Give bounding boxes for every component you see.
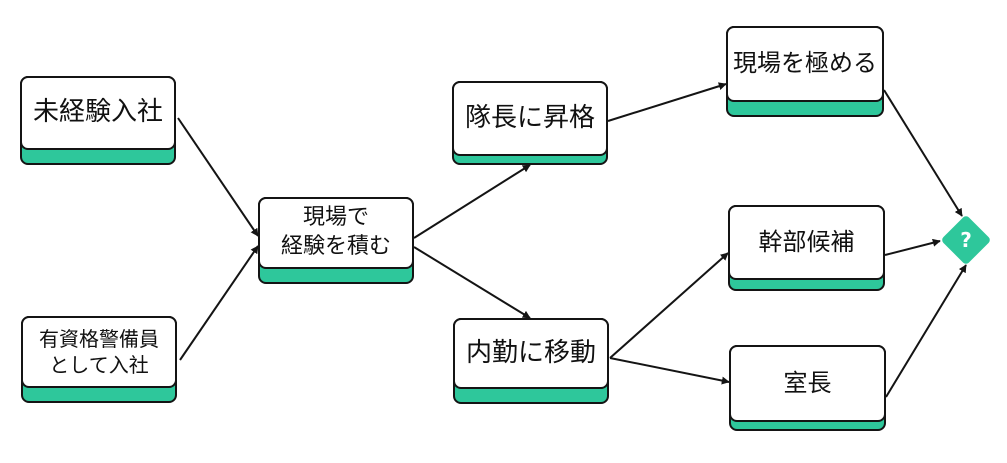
node-label: 未経験入社 xyxy=(20,76,176,150)
node-yushikaku-nyusha: 有資格警備員 として入社 xyxy=(21,316,177,403)
arrow-naikin-to-kanbu xyxy=(609,252,729,359)
node-label-line: 経験を積む xyxy=(280,234,391,259)
arrow-genba-to-naikin xyxy=(413,246,531,319)
node-shitsucho: 室長 xyxy=(729,345,886,431)
arrow-kiwameru-to-goal xyxy=(883,89,963,217)
node-taicho-shokaku: 隊長に昇格 xyxy=(452,81,608,165)
node-label-line: 室長 xyxy=(783,368,832,397)
node-genba-kiwameru: 現場を極める xyxy=(726,26,884,117)
node-label: 幹部候補 xyxy=(728,205,885,280)
node-label-line: 現場を極める xyxy=(733,49,877,78)
node-label-line: 内勤に移動 xyxy=(465,337,596,368)
arrow-genba-to-taicho xyxy=(413,164,531,239)
node-label-line: 未経験入社 xyxy=(32,97,163,128)
node-kanbu-koho: 幹部候補 xyxy=(728,205,885,291)
node-label-line: 幹部候補 xyxy=(758,227,855,256)
node-label-line: として入社 xyxy=(49,353,149,377)
node-naikin-ido: 内勤に移動 xyxy=(453,318,609,404)
arrow-mikeiken-to-genba xyxy=(177,117,259,237)
node-label: 現場を極める xyxy=(726,26,884,102)
arrow-shitsucho-to-goal xyxy=(885,264,967,398)
node-label: 内勤に移動 xyxy=(453,318,609,389)
node-label-line: 有資格警備員 xyxy=(39,327,159,351)
arrow-kanbu-to-goal xyxy=(884,238,941,256)
node-label-line: 現場で xyxy=(302,205,369,231)
node-label-line: 隊長に昇格 xyxy=(464,102,595,133)
node-label: 隊長に昇格 xyxy=(452,81,608,156)
arrow-naikin-to-shitsucho xyxy=(609,357,730,385)
node-label: 室長 xyxy=(729,345,886,422)
node-label: 有資格警備員 として入社 xyxy=(21,316,177,388)
node-label: 現場で 経験を積む xyxy=(258,197,414,269)
arrow-yushikaku-to-genba xyxy=(179,245,259,361)
node-mikeiken-nyusha: 未経験入社 xyxy=(20,76,176,165)
goal-node: ? xyxy=(940,214,992,266)
arrow-taicho-to-kiwameru xyxy=(607,82,727,122)
node-genba-keiken: 現場で 経験を積む xyxy=(258,197,414,284)
goal-label: ? xyxy=(960,228,972,252)
